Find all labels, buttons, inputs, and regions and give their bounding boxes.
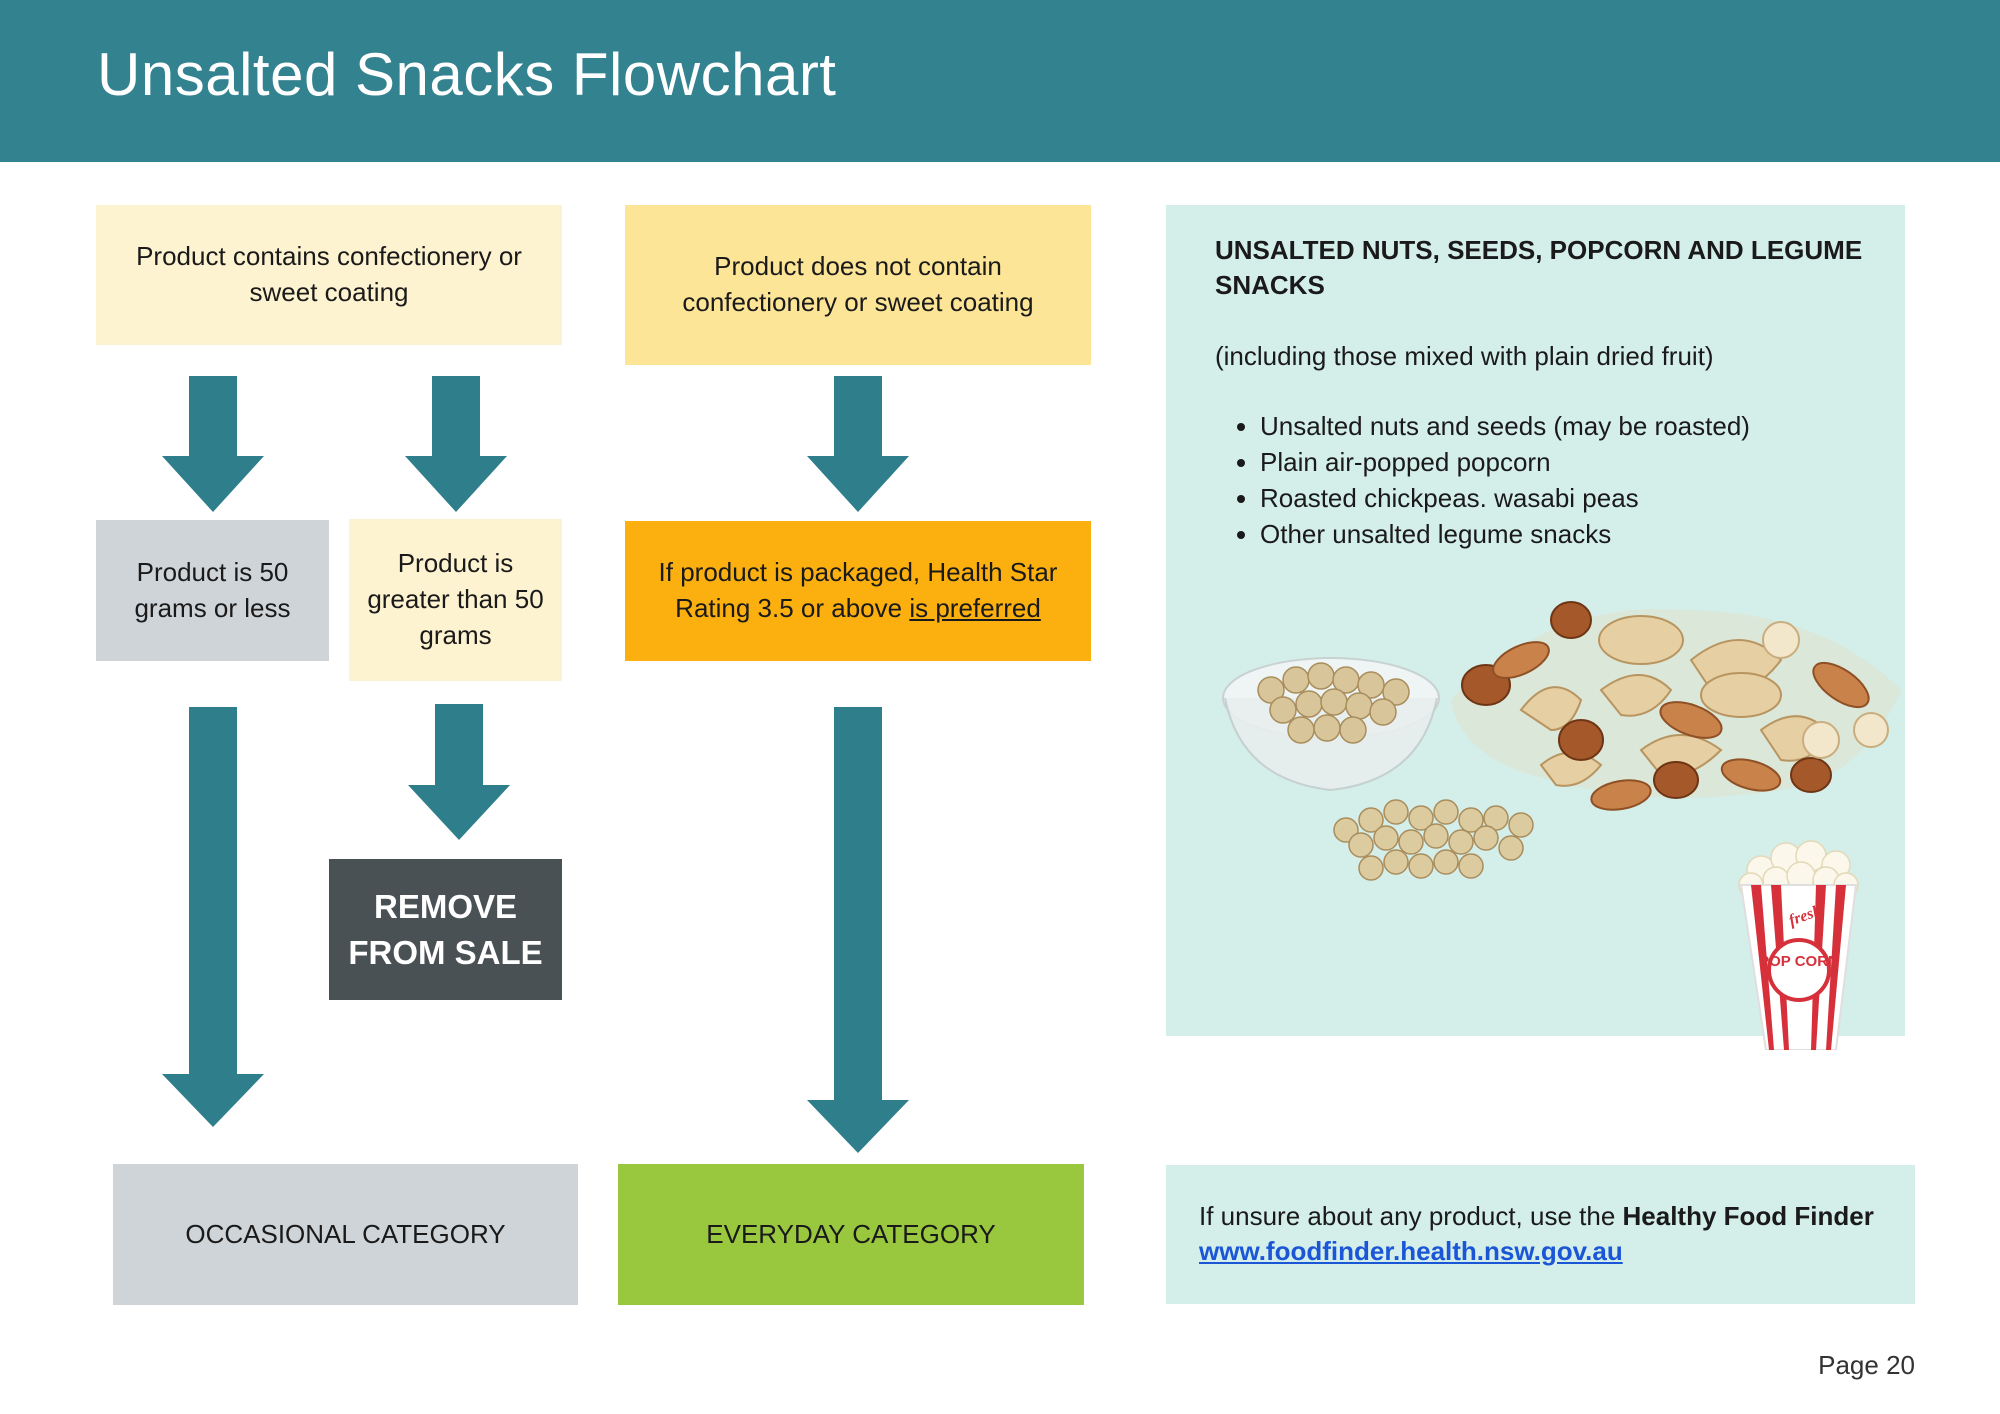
small-product-box: Product is 50 grams or less (96, 520, 329, 661)
food-finder-link[interactable]: www.foodfinder.health.nsw.gov.au (1199, 1236, 1623, 1267)
occasional-category-box: OCCASIONAL CATEGORY (113, 1164, 578, 1305)
footer-info-panel: If unsure about any product, use the Hea… (1166, 1165, 1915, 1304)
hsr-box: If product is packaged, Health Star Rati… (625, 521, 1091, 661)
page-title: Unsalted Snacks Flowchart (97, 41, 837, 108)
large-product-text: Product is greater than 50 grams (367, 548, 544, 650)
arrow-down-icon (807, 376, 909, 512)
small-product-text: Product is 50 grams or less (134, 556, 291, 623)
popcorn-box-label: POP CORN (1759, 953, 1839, 970)
popcorn-box-icon: POP CORN fresh (1738, 840, 1859, 1050)
info-panel-list: Unsalted nuts and seeds (may be roasted)… (1215, 409, 1875, 553)
info-panel-subtitle: (including those mixed with plain dried … (1215, 340, 1714, 371)
list-item: Unsalted nuts and seeds (may be roasted) (1260, 409, 1875, 445)
list-item: Plain air-popped popcorn (1260, 445, 1875, 481)
remove-from-sale-text: REMOVE FROM SALE (348, 887, 543, 971)
large-product-box: Product is greater than 50 grams (349, 519, 562, 681)
hsr-underlined-text: is preferred (909, 593, 1041, 623)
arrow-down-icon (162, 376, 264, 512)
contains-confectionery-box: Product contains confectionery or sweet … (96, 205, 562, 345)
occasional-category-text: OCCASIONAL CATEGORY (185, 1218, 506, 1249)
contains-confectionery-text: Product contains confectionery or sweet … (136, 241, 522, 307)
long-arrow-down-icon (807, 707, 909, 1153)
everyday-category-text: EVERYDAY CATEGORY (706, 1218, 996, 1249)
mixed-nuts-icon (1451, 601, 1901, 811)
info-panel: UNSALTED NUTS, SEEDS, POPCORN AND LEGUME… (1166, 205, 1905, 1050)
arrow-down-icon (405, 376, 507, 512)
chickpea-bowl-icon (1222, 657, 1440, 792)
long-arrow-down-icon (162, 707, 264, 1127)
info-panel-heading: UNSALTED NUTS, SEEDS, POPCORN AND LEGUME… (1215, 235, 1863, 301)
list-item: Other unsalted legume snacks (1260, 517, 1875, 553)
healthy-food-finder-label: Healthy Food Finder (1622, 1201, 1874, 1231)
footer-info-text: If unsure about any product, use the Hea… (1199, 1201, 1874, 1231)
chickpeas-icon (1333, 799, 1534, 881)
arrow-down-icon (408, 704, 510, 840)
everyday-category-box: EVERYDAY CATEGORY (618, 1164, 1084, 1305)
no-confectionery-box: Product does not contain confectionery o… (625, 205, 1091, 365)
snacks-illustration: POP CORN fresh (1222, 601, 1901, 1050)
no-confectionery-text: Product does not contain confectionery o… (682, 251, 1034, 317)
remove-from-sale-box: REMOVE FROM SALE (329, 859, 562, 1000)
list-item: Roasted chickpeas. wasabi peas (1260, 481, 1875, 517)
hsr-text: If product is packaged, Health Star Rati… (658, 557, 1058, 623)
header-bar: Unsalted Snacks Flowchart (0, 0, 2000, 162)
page-number: Page 20 (1818, 1350, 1915, 1380)
